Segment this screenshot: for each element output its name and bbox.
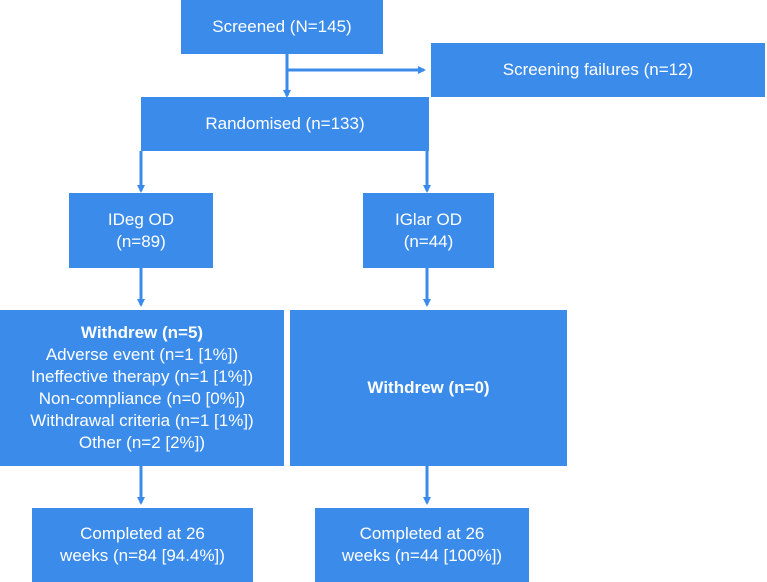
iglar-arm-title: IGlar OD xyxy=(394,209,463,229)
withdrew-reason: Withdrawal criteria (n=1 [1%]) xyxy=(30,411,254,430)
completed-iglar-line1: Completed at 26 xyxy=(359,524,485,543)
screened-label: Screened (N=145) xyxy=(212,17,352,36)
ideg-arm-title: IDeg OD xyxy=(107,209,175,229)
withdrew-reason: Other (n=2 [2%]) xyxy=(78,433,206,452)
withdrew-reason: Non-compliance (n=0 [0%]) xyxy=(38,389,246,408)
ideg-arm-count: (n=89) xyxy=(116,231,166,251)
randomised-label: Randomised (n=133) xyxy=(205,114,365,133)
iglar-arm-count: (n=44) xyxy=(403,231,454,251)
completed-ideg-box: Completed at 26 weeks (n=84 [94.4%]) xyxy=(32,508,253,582)
withdrew-reason: Ineffective therapy (n=1 [1%]) xyxy=(30,367,254,386)
randomised-box: Randomised (n=133) xyxy=(141,97,429,151)
screening-failures-box: Screening failures (n=12) xyxy=(431,43,765,97)
completed-iglar-box: Completed at 26 weeks (n=44 [100%]) xyxy=(315,508,529,582)
completed-iglar-line2: weeks (n=44 [100%]) xyxy=(341,546,503,565)
withdrew-iglar-box: Withdrew (n=0) xyxy=(290,310,567,466)
completed-ideg-line2: weeks (n=84 [94.4%]) xyxy=(60,546,225,565)
withdrew-reason: Adverse event (n=1 [1%]) xyxy=(45,345,239,364)
screened-box: Screened (N=145) xyxy=(181,0,383,54)
withdrew-iglar-heading: Withdrew (n=0) xyxy=(367,378,490,397)
withdrew-ideg-box: Withdrew (n=5) Adverse event (n=1 [1%]) … xyxy=(0,310,284,466)
completed-ideg-line1: Completed at 26 xyxy=(80,524,205,543)
ideg-arm-box: IDeg OD (n=89) xyxy=(69,193,213,268)
withdrew-ideg-heading: Withdrew (n=5) xyxy=(80,323,204,342)
iglar-arm-box: IGlar OD (n=44) xyxy=(363,193,494,268)
screening-failures-label: Screening failures (n=12) xyxy=(502,60,694,79)
